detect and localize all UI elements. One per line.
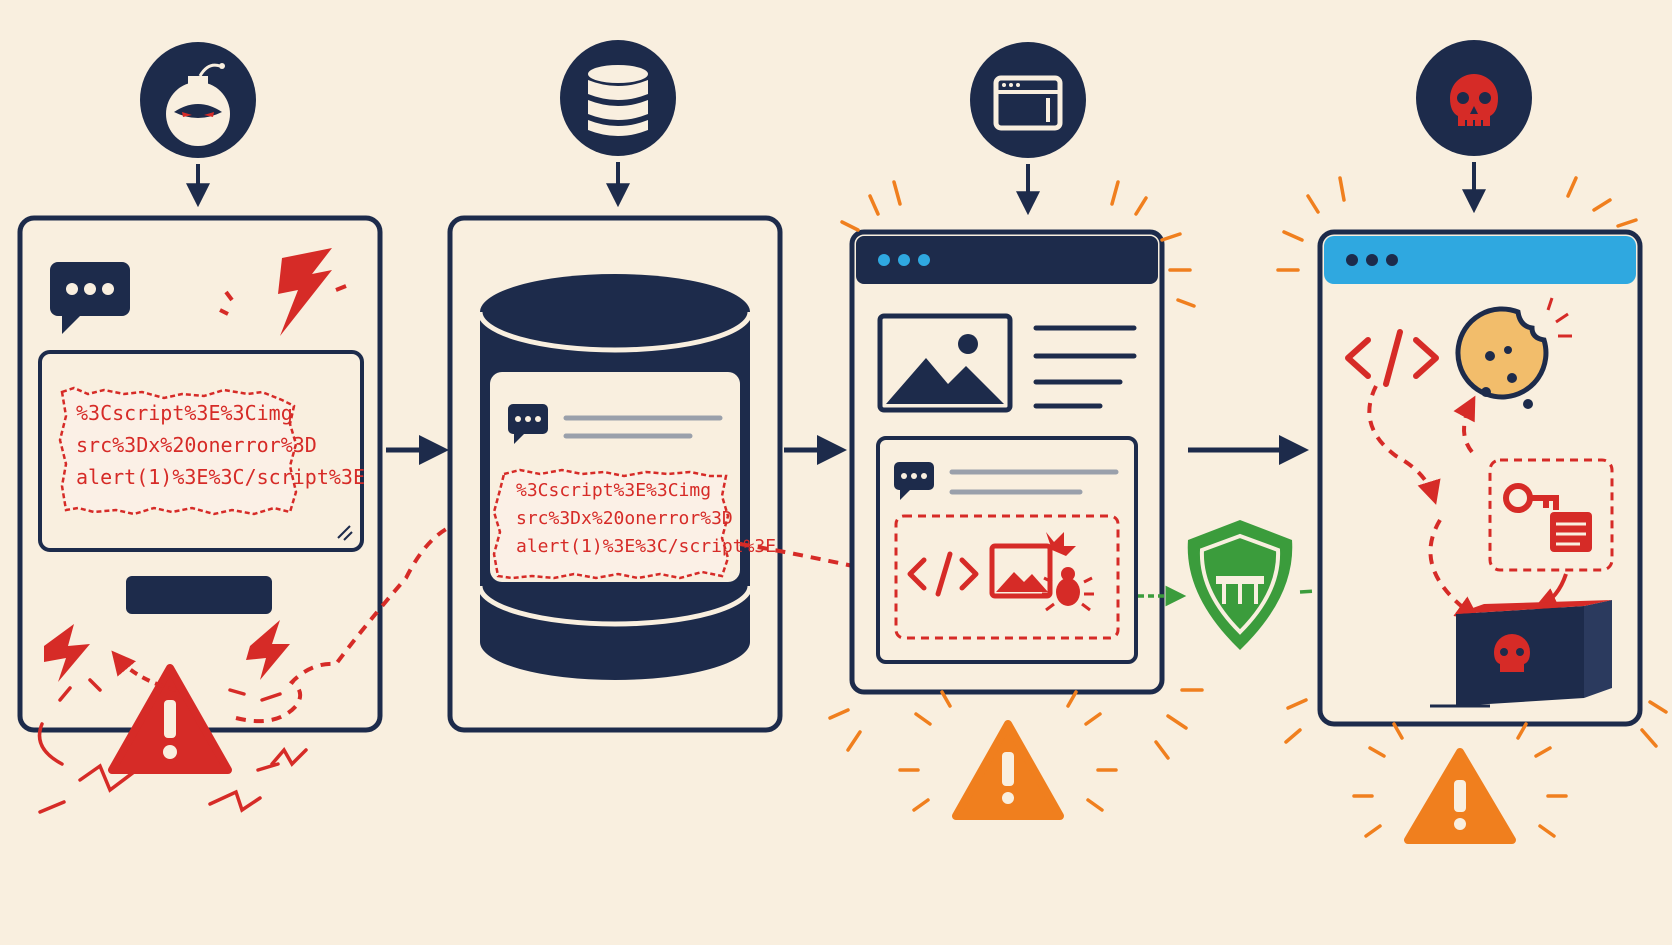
orange-warning-icon-3 (952, 720, 1064, 820)
payload-line-1: %3Cscript%3E%3Cimg (76, 401, 293, 425)
browser-panel (849, 229, 1165, 695)
code-tag-icon (907, 551, 979, 597)
malicious-image-icon (989, 532, 1076, 599)
exfil-path-2 (1453, 395, 1476, 454)
attacker-box-icon (1430, 600, 1612, 708)
key-icon (1503, 483, 1559, 513)
payload-line-3: alert(1)%3E%3C/script%3E (516, 536, 776, 557)
orange-warning-icon-4 (1404, 748, 1516, 844)
input-form-panel: %3Cscript%3E%3Cimg src%3Dx%20onerror%3D … (17, 215, 383, 733)
skull-icon (1416, 40, 1532, 156)
warning-rays-3 (898, 690, 1118, 812)
payload-box-2 (492, 468, 730, 580)
browser-window-icon (970, 42, 1086, 158)
icon-arrows (186, 162, 1486, 216)
bomb-hacker-icon (140, 42, 256, 158)
explosion-warning-icon (37, 620, 308, 814)
payload-line-3: alert(1)%3E%3C/script%3E (76, 465, 365, 489)
image-placeholder-icon (877, 313, 1013, 413)
security-shield-icon (1187, 520, 1293, 650)
injection-path (235, 502, 496, 724)
payload-box-1 (58, 386, 298, 516)
payload-line-2: src%3Dx%20onerror%3D (516, 508, 733, 529)
alert-rays-4 (1276, 176, 1668, 748)
payload-line-1: %3Cscript%3E%3Cimg (516, 480, 711, 501)
database-icon (560, 40, 676, 156)
database-panel: %3Cscript%3E%3Cimg src%3Dx%20onerror%3D … (447, 215, 783, 733)
bug-icon (1042, 567, 1094, 612)
cookie-icon (1455, 297, 1572, 409)
compromised-browser-panel (1317, 229, 1643, 727)
credentials-icon (1550, 512, 1592, 552)
exfil-path-1 (1367, 385, 1441, 505)
comment-icon-db (508, 404, 548, 444)
lightning-bolt-icon (219, 248, 347, 336)
alert-rays-3 (828, 180, 1204, 760)
code-tag-icon (1345, 329, 1439, 387)
warning-rays-4 (1352, 722, 1568, 838)
comment-icon-browser (894, 462, 934, 500)
payload-line-2: src%3Dx%20onerror%3D (76, 433, 317, 457)
chat-bubble-icon (50, 262, 130, 334)
submit-button[interactable] (126, 576, 272, 614)
exfil-path-3 (1428, 518, 1480, 621)
injection-path-2 (111, 650, 177, 692)
